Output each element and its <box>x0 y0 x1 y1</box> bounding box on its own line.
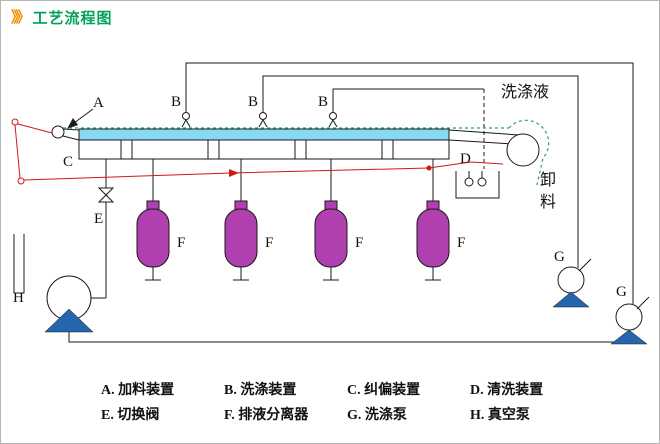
marker-wash-pump-1: G <box>554 249 565 265</box>
marker-tracking: C <box>63 154 73 170</box>
bottom-pipe <box>68 330 630 343</box>
marker-separator-4: F <box>457 235 465 251</box>
washing-liquid-pipes <box>185 62 634 304</box>
legend-item-clean: D. 清洗装置 <box>470 383 544 398</box>
cloth-path <box>63 119 550 186</box>
discharge-label-top: 卸 <box>540 171 556 189</box>
legend-item-vacuum-pump: H. 真空泵 <box>470 408 530 423</box>
legend-item-feed: A. 加料装置 <box>101 383 175 398</box>
marker-wash-2: B <box>248 94 258 110</box>
separator-vessel-1 <box>136 200 170 281</box>
belt-tracking-line <box>11 118 504 185</box>
wash-pump-1 <box>552 258 592 308</box>
page-title-text: 工艺流程图 <box>32 10 113 27</box>
discharge-roller <box>506 133 540 167</box>
separator-vessel-3 <box>314 200 348 281</box>
feed-arrow <box>67 108 94 129</box>
marker-wash-3: B <box>318 94 328 110</box>
double-chevron-icon: 》》 <box>11 9 30 26</box>
marker-separator-2: F <box>265 235 273 251</box>
separator-vessel-4 <box>416 200 450 281</box>
legend-item-wash-pump: G. 洗涤泵 <box>347 408 407 423</box>
page-title: 》》 工艺流程图 <box>11 7 113 28</box>
legend-item-valve: E. 切换阀 <box>101 408 160 423</box>
cleaning-device <box>455 171 500 199</box>
marker-valve: E <box>94 211 103 227</box>
marker-feed: A <box>93 95 104 111</box>
vacuum-pump <box>13 234 94 333</box>
washing-nozzles <box>181 112 338 128</box>
legend: A. 加料装置 B. 洗涤装置 C. 纠偏装置 D. 清洗装置 E. 切换阀 F… <box>101 379 581 424</box>
washing-liquid-label: 洗涤液 <box>501 83 549 101</box>
marker-separator-3: F <box>355 235 363 251</box>
marker-clean: D <box>460 151 471 167</box>
marker-wash-pump-2: G <box>616 284 627 300</box>
legend-item-tracking: C. 纠偏装置 <box>347 383 421 398</box>
left-roller <box>51 125 65 139</box>
wash-pump-2 <box>610 296 650 345</box>
vacuum-box <box>78 139 450 201</box>
legend-item-wash: B. 洗涤装置 <box>224 383 297 398</box>
marker-separator-1: F <box>177 235 185 251</box>
marker-vacuum-pump: H <box>13 290 24 306</box>
discharge-label-bottom: 料 <box>540 193 556 211</box>
legend-item-separator: F. 排液分离器 <box>224 408 309 423</box>
separator-vessel-2 <box>224 200 258 281</box>
marker-wash-1: B <box>171 94 181 110</box>
